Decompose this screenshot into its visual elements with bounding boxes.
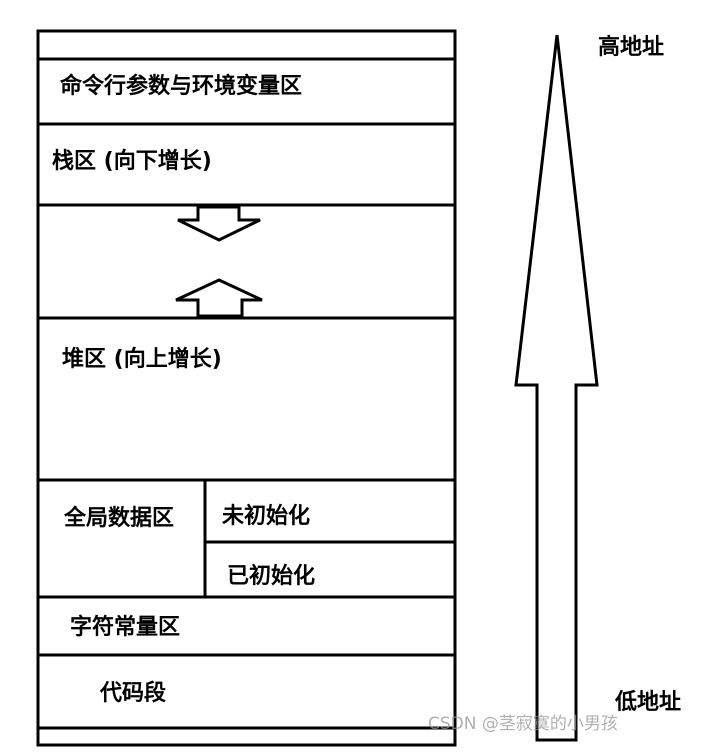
- section-code: 代码段: [100, 681, 167, 706]
- memory-outer-box: [36, 29, 457, 747]
- arrow-down-icon: [177, 205, 261, 242]
- section-heap: 堆区 (向上增长): [62, 347, 222, 372]
- address-arrow-icon: [514, 34, 599, 742]
- section-stack: 栈区 (向下增长): [52, 149, 212, 174]
- arrow-up-icon: [175, 278, 263, 318]
- section-const-string: 字符常量区: [70, 615, 181, 640]
- label-low-address: 低地址: [615, 690, 682, 715]
- label-high-address: 高地址: [598, 35, 665, 60]
- section-global-data: 全局数据区: [64, 506, 175, 531]
- section-initialized: 已初始化: [227, 564, 316, 589]
- section-cmdline-env: 命令行参数与环境变量区: [60, 74, 303, 99]
- watermark: CSDN @茎寂寞的小男孩: [428, 714, 618, 734]
- section-uninitialized: 未初始化: [222, 504, 311, 529]
